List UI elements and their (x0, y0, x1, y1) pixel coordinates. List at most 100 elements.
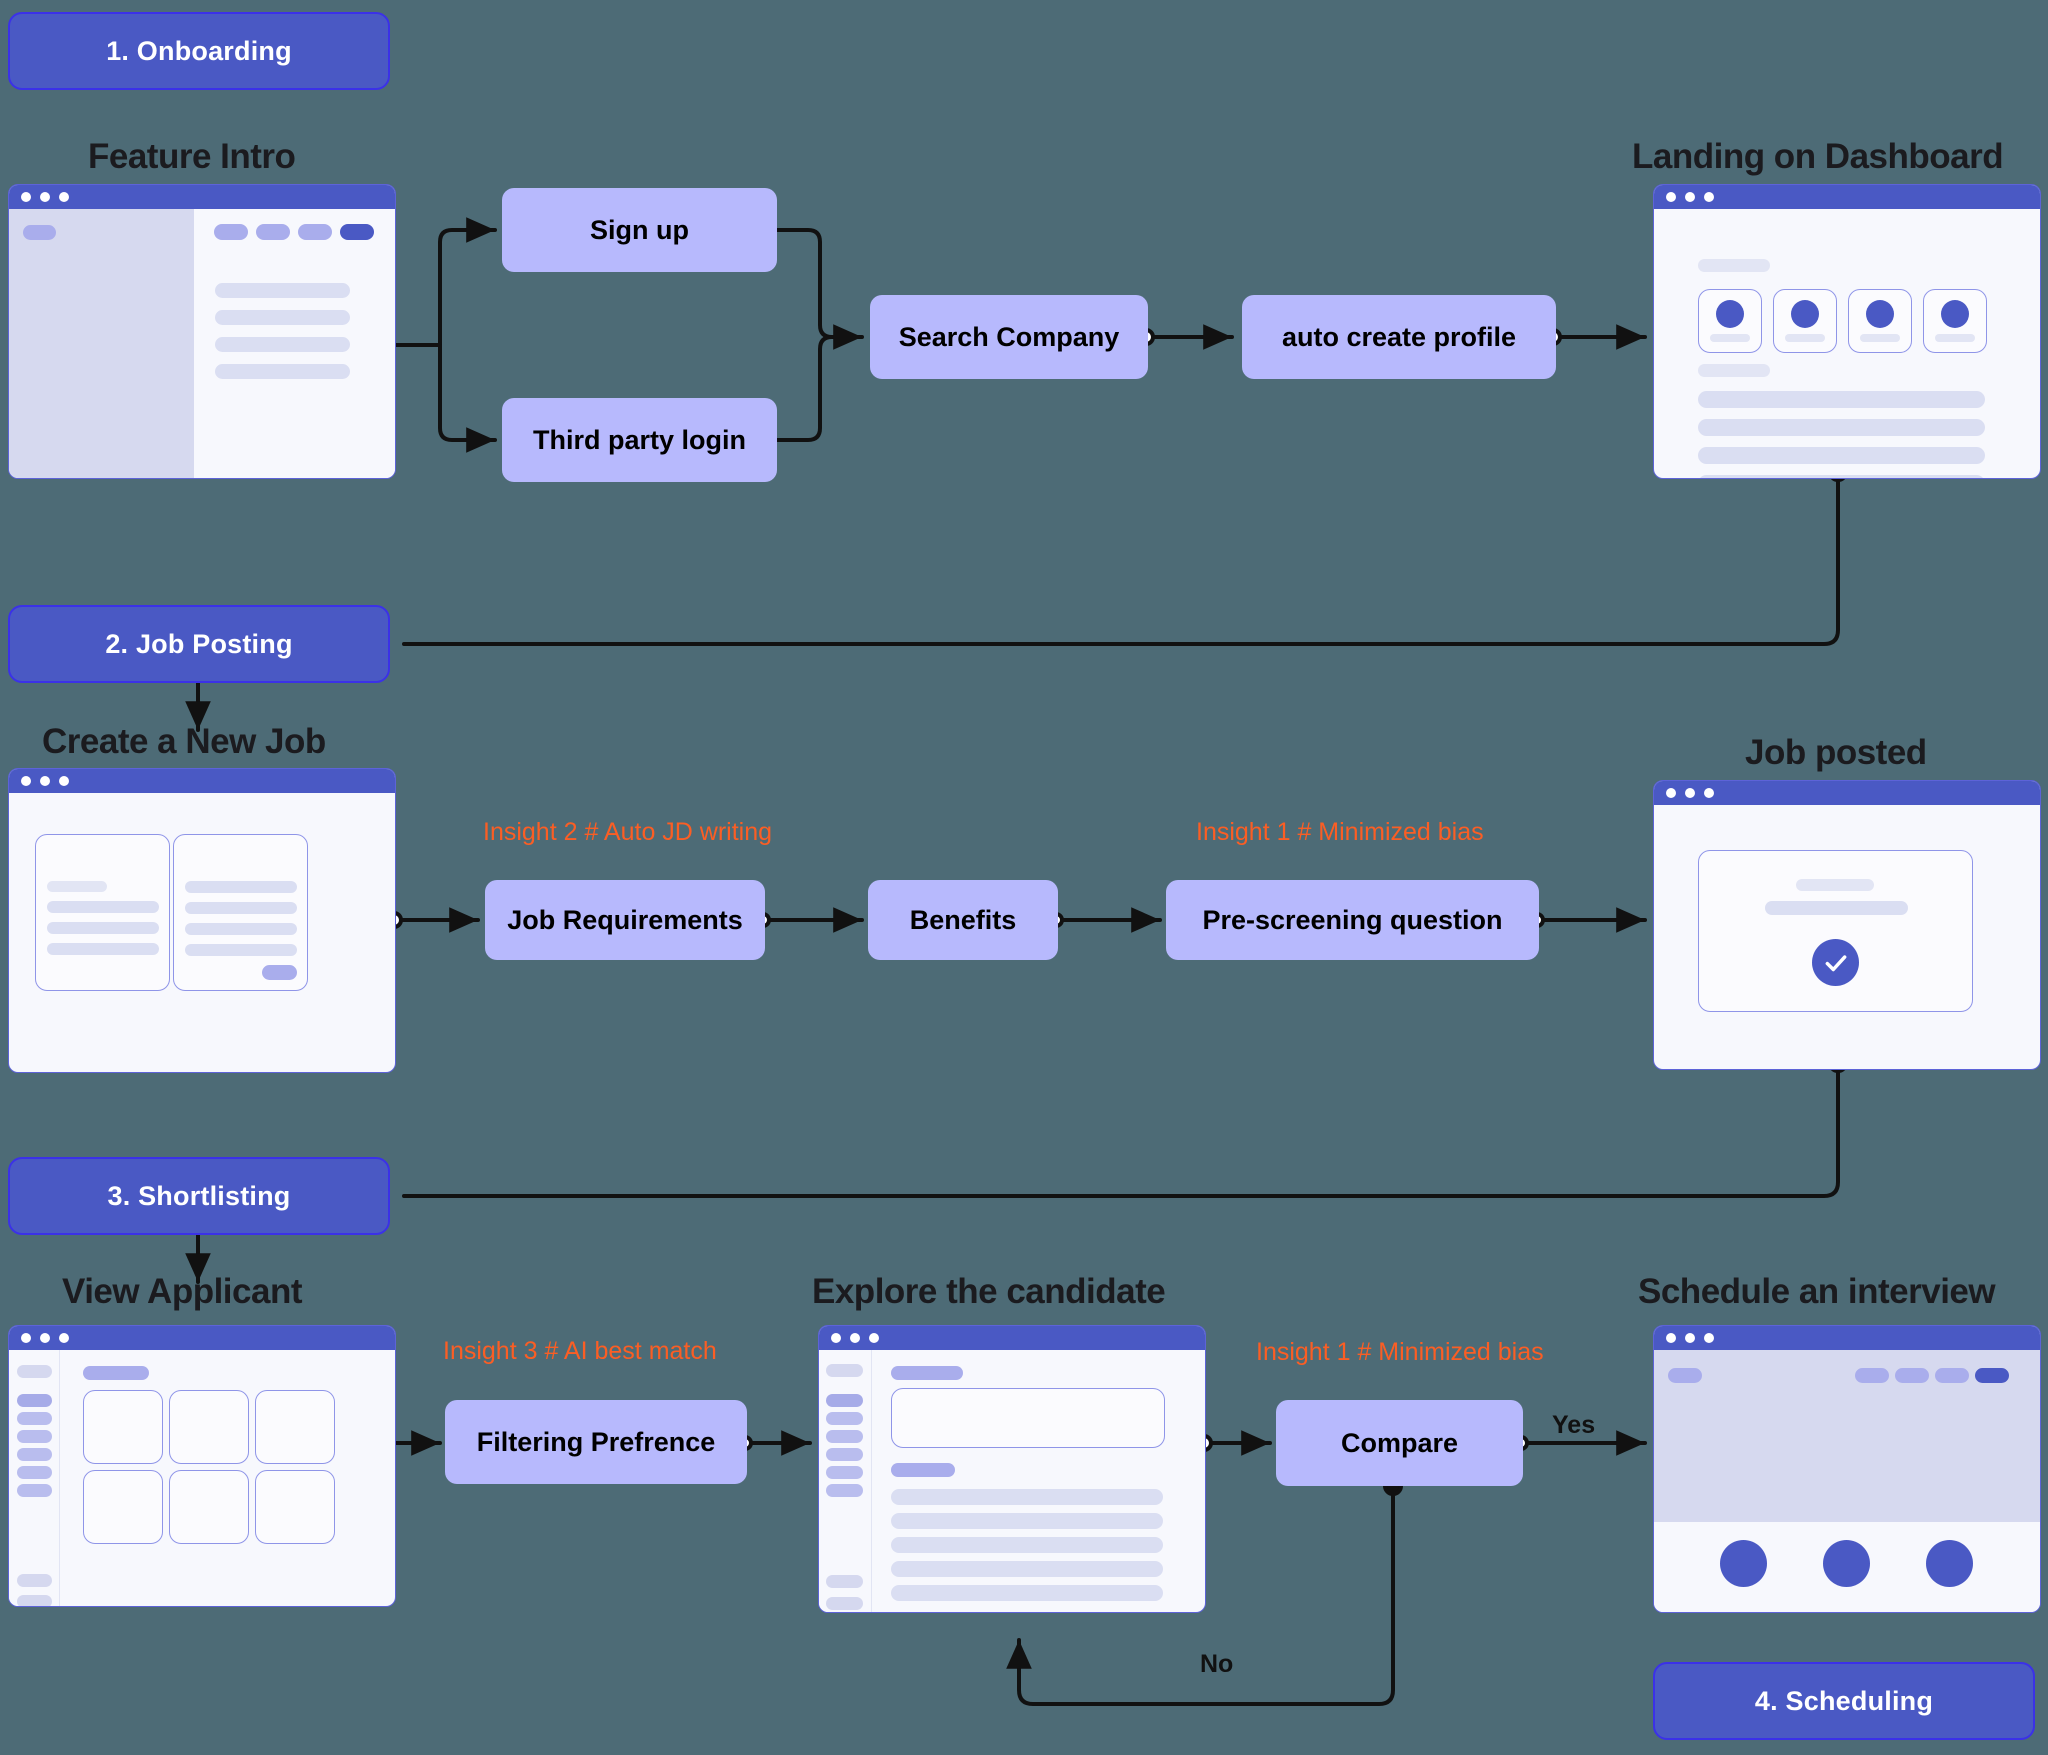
window-content (9, 1350, 395, 1606)
node-label: Compare (1340, 1427, 1459, 1458)
avatar (1941, 300, 1969, 328)
sidebar-item-active[interactable] (826, 1394, 863, 1407)
node-search-company[interactable]: Search Company (870, 295, 1148, 379)
node-sign-up[interactable]: Sign up (502, 188, 777, 272)
insight-minimized-bias-posting: Insight 1 # Minimized bias (1196, 818, 1484, 846)
card-label-placeholder (1860, 334, 1900, 342)
node-auto-create-profile[interactable]: auto create profile (1242, 295, 1556, 379)
nav-chip-3[interactable] (298, 224, 332, 240)
confirmation-card (1698, 850, 1973, 1012)
window-content (9, 209, 395, 478)
applicant-card[interactable] (83, 1390, 163, 1464)
window-dot-close-icon (1666, 788, 1676, 798)
node-third-party-login[interactable]: Third party login (502, 398, 777, 482)
sidebar-item-logo[interactable] (826, 1364, 863, 1377)
form-panel-right[interactable] (173, 834, 308, 991)
list-row-placeholder (1698, 475, 1985, 478)
window-dot-minimize-icon (1685, 788, 1695, 798)
list-row-placeholder (1698, 391, 1985, 408)
form-panel-left[interactable] (35, 834, 170, 991)
toolbar-chip-3[interactable] (1935, 1368, 1969, 1383)
list-row-placeholder (1698, 419, 1985, 436)
placeholder-line (215, 337, 350, 352)
sidebar-item[interactable] (17, 1484, 52, 1497)
node-label: Benefits (909, 904, 1017, 935)
sidebar-item[interactable] (17, 1412, 52, 1425)
success-check-icon (1812, 939, 1859, 986)
node-filtering-preference[interactable]: Filtering Prefrence (445, 1400, 747, 1484)
sidebar-item-footer[interactable] (17, 1595, 52, 1606)
sidebar-rail (9, 1350, 60, 1606)
section-pill-onboarding[interactable]: 1. Onboarding (8, 12, 390, 90)
sidebar-item-footer[interactable] (826, 1575, 863, 1588)
nav-cta-button[interactable] (340, 224, 374, 240)
section-pill-shortlisting[interactable]: 3. Shortlisting (8, 1157, 390, 1235)
screen-title-view-applicant: View Applicant (62, 1272, 303, 1311)
screen-title-landing-dashboard: Landing on Dashboard (1632, 137, 2004, 176)
detail-row-placeholder (891, 1489, 1163, 1505)
mockup-feature-intro (8, 184, 396, 479)
avatar (1823, 1540, 1870, 1587)
mockup-view-applicant (8, 1325, 396, 1607)
window-dot-close-icon (21, 192, 31, 202)
calendar-title-chip[interactable] (1668, 1368, 1702, 1383)
node-label: Job Requirements (507, 904, 743, 935)
applicant-card[interactable] (169, 1390, 249, 1464)
sidebar-item[interactable] (826, 1484, 863, 1497)
confirm-subtitle-placeholder (1765, 901, 1908, 915)
node-label: Sign up (590, 214, 689, 245)
sidebar-item-logo[interactable] (17, 1365, 52, 1378)
window-dot-maximize-icon (59, 776, 69, 786)
window-dot-maximize-icon (1704, 192, 1714, 202)
sidebar-item[interactable] (826, 1466, 863, 1479)
stat-card[interactable] (1773, 289, 1837, 353)
nav-chip-2[interactable] (256, 224, 290, 240)
candidate-summary-card[interactable] (891, 1388, 1165, 1448)
node-job-requirements[interactable]: Job Requirements (485, 880, 765, 960)
applicant-card[interactable] (255, 1390, 335, 1464)
applicant-card[interactable] (255, 1470, 335, 1544)
field-placeholder (47, 922, 159, 934)
section-heading-placeholder (1698, 259, 1770, 272)
stat-card[interactable] (1923, 289, 1987, 353)
toolbar-chip-1[interactable] (1855, 1368, 1889, 1383)
screen-title-job-posted: Job posted (1745, 733, 1927, 772)
submit-button[interactable] (262, 965, 297, 980)
applicant-card[interactable] (83, 1470, 163, 1544)
node-benefits[interactable]: Benefits (868, 880, 1058, 960)
sidebar-item[interactable] (826, 1412, 863, 1425)
window-content (1654, 1350, 2040, 1612)
mockup-explore-candidate (818, 1325, 1206, 1613)
avatar (1866, 300, 1894, 328)
sidebar-item-footer[interactable] (826, 1597, 863, 1610)
sidebar-item-active[interactable] (17, 1394, 52, 1407)
sidebar-item[interactable] (826, 1430, 863, 1443)
applicant-card[interactable] (169, 1470, 249, 1544)
section-pill-job-posting[interactable]: 2. Job Posting (8, 605, 390, 683)
window-content (9, 793, 395, 1072)
sidebar-item-footer[interactable] (17, 1574, 52, 1587)
toolbar-chip-2[interactable] (1895, 1368, 1929, 1383)
window-content (1654, 209, 2040, 478)
detail-heading-placeholder (891, 1366, 963, 1380)
sidebar-item[interactable] (17, 1430, 52, 1443)
field-placeholder (185, 923, 297, 935)
window-titlebar (9, 769, 395, 793)
sidebar-item[interactable] (17, 1466, 52, 1479)
sidebar-item[interactable] (17, 1448, 52, 1461)
nav-chip-1[interactable] (214, 224, 248, 240)
window-dot-maximize-icon (1704, 1333, 1714, 1343)
hero-right-pane (194, 209, 395, 478)
card-label-placeholder (1935, 334, 1975, 342)
node-pre-screening-question[interactable]: Pre-screening question (1166, 880, 1539, 960)
confirm-title-placeholder (1796, 879, 1874, 891)
stat-card[interactable] (1698, 289, 1762, 353)
sidebar-item[interactable] (826, 1448, 863, 1461)
hero-left-pane (9, 209, 194, 478)
avatar (1720, 1540, 1767, 1587)
stat-card[interactable] (1848, 289, 1912, 353)
detail-row-placeholder (891, 1585, 1163, 1601)
section-pill-scheduling[interactable]: 4. Scheduling (1653, 1662, 2035, 1740)
node-compare[interactable]: Compare (1276, 1400, 1523, 1486)
schedule-cta-button[interactable] (1975, 1368, 2009, 1383)
